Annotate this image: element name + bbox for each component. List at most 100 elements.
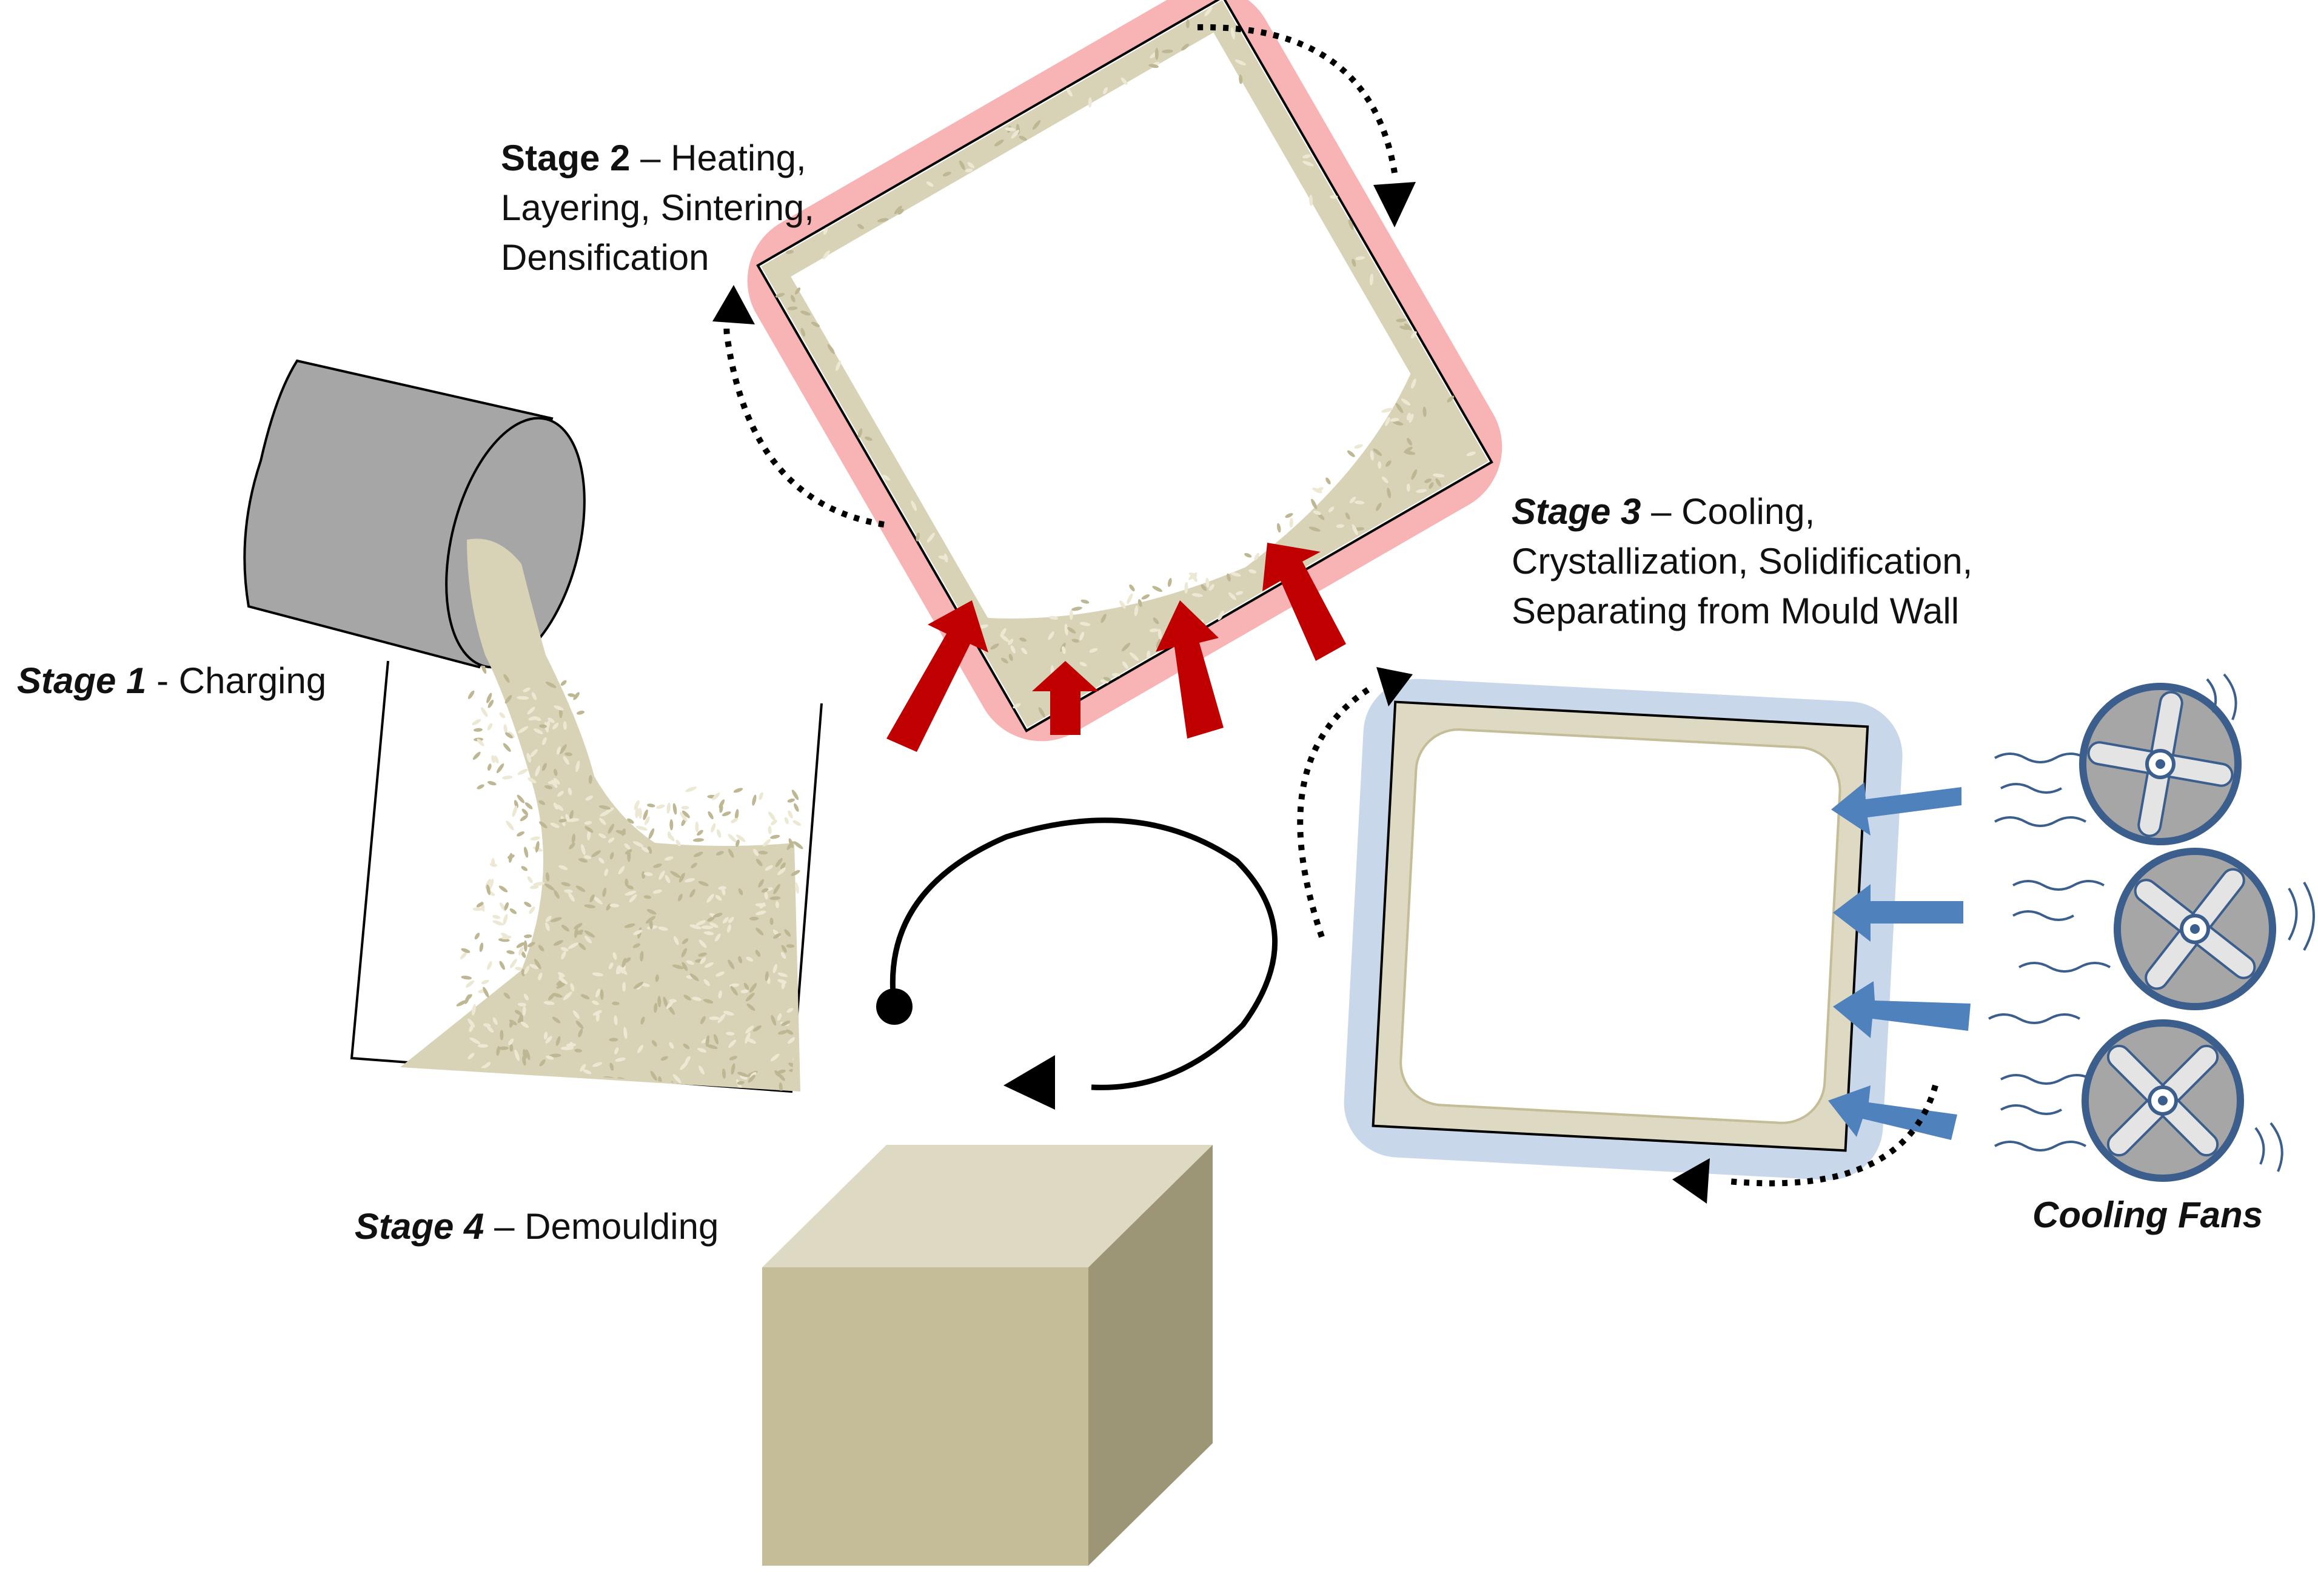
powder-grain xyxy=(503,674,510,683)
powder-grain xyxy=(517,768,528,776)
powder-grain xyxy=(498,885,508,893)
powder-grain xyxy=(697,1048,707,1053)
powder-grain xyxy=(528,777,537,783)
powder-grain xyxy=(1369,273,1374,286)
powder-grain xyxy=(658,870,665,880)
powder-grain xyxy=(1184,582,1188,594)
heat-arrow xyxy=(1262,543,1346,661)
powder-grain xyxy=(727,924,731,933)
powder-grain xyxy=(552,1079,563,1086)
powder-grain xyxy=(633,841,643,847)
powder-grain xyxy=(621,957,627,968)
powder-grain xyxy=(560,680,567,686)
powder-grain xyxy=(726,1031,735,1036)
powder-grain xyxy=(1401,398,1411,406)
powder-grain xyxy=(625,890,637,896)
powder-grain xyxy=(560,947,569,951)
powder-grain xyxy=(774,1070,781,1078)
powder-grain xyxy=(572,1010,580,1019)
powder-grain xyxy=(942,172,951,176)
powder-grain xyxy=(722,917,729,924)
powder-grain xyxy=(708,811,714,820)
rotation-arrow xyxy=(723,307,885,528)
powder-grain xyxy=(755,950,761,957)
powder-grain xyxy=(517,696,529,700)
powder-grain xyxy=(1156,639,1161,648)
powder-grain xyxy=(1399,326,1410,330)
powder-grain xyxy=(768,825,772,834)
powder-grain xyxy=(666,1000,674,1009)
powder-grain xyxy=(1079,622,1091,626)
powder-grain xyxy=(554,705,564,711)
powder-grain xyxy=(1000,634,1010,642)
powder-grain xyxy=(476,902,484,908)
powder-grain xyxy=(496,1046,500,1056)
powder-grain xyxy=(543,1031,548,1040)
powder-grain xyxy=(564,752,572,756)
powder-grain xyxy=(1328,506,1335,512)
powder-grain xyxy=(1122,661,1128,669)
powder-grain xyxy=(1355,256,1365,260)
powder-grain xyxy=(706,894,714,903)
powder-grain xyxy=(556,804,564,811)
powder-grain xyxy=(682,938,689,944)
powder-grain xyxy=(1111,672,1120,677)
powder-grain xyxy=(568,942,578,949)
powder-grain xyxy=(692,838,705,842)
powder-grain xyxy=(563,756,569,765)
powder-grain xyxy=(600,810,611,817)
powder-grain xyxy=(512,805,518,817)
powder-grain xyxy=(780,862,786,870)
powder-grain xyxy=(781,945,787,953)
powder-grain xyxy=(598,805,611,810)
rotation-arrow-heads xyxy=(712,182,1710,1204)
powder-grain xyxy=(575,1021,584,1029)
stage3-title: Stage 3 xyxy=(1512,491,1641,532)
powder-grain xyxy=(1406,412,1411,421)
powder-grain xyxy=(1230,27,1235,39)
powder-grain xyxy=(617,967,624,974)
powder-grain xyxy=(882,474,890,481)
cooling-fan xyxy=(2082,1019,2244,1182)
powder-grain xyxy=(484,1062,491,1068)
powder-grain xyxy=(464,994,471,1004)
powder-grain xyxy=(1079,631,1085,641)
powder-grain xyxy=(678,873,685,883)
powder-grain xyxy=(492,920,504,926)
powder-grain xyxy=(578,942,586,950)
powder-grain xyxy=(492,915,501,919)
powder-grain xyxy=(786,1029,794,1035)
powder-grain xyxy=(622,982,626,992)
powder-grain xyxy=(461,976,472,980)
powder-grain xyxy=(518,947,523,956)
powder-grain xyxy=(729,1056,737,1061)
powder-grain xyxy=(477,784,484,790)
powder-grain xyxy=(556,982,566,989)
stage4-sep: – xyxy=(484,1206,525,1247)
powder-grain xyxy=(1038,707,1045,718)
powder-grain xyxy=(857,224,865,229)
powder-grain xyxy=(1407,438,1412,446)
powder-grain xyxy=(686,960,694,965)
powder-grain xyxy=(759,902,765,909)
powder-grain xyxy=(678,894,683,902)
powder-grain xyxy=(539,821,548,828)
stage3-desc-line2: Crystallization, Solidification, xyxy=(1512,541,1973,582)
powder-grain xyxy=(542,737,547,745)
powder-grain xyxy=(585,795,593,801)
powder-grain xyxy=(1347,450,1355,457)
powder-grain xyxy=(580,994,590,999)
powder-grain xyxy=(655,974,659,982)
powder-grain xyxy=(584,855,591,859)
powder-grain xyxy=(574,923,583,930)
powder-grain xyxy=(1435,478,1441,487)
powder-grain xyxy=(669,819,674,831)
powder-grain xyxy=(1466,451,1476,457)
powder-grain xyxy=(502,776,513,780)
powder-grain xyxy=(1149,628,1159,632)
powder-grain xyxy=(771,820,777,825)
powder-grain xyxy=(523,993,529,1001)
powder-grain xyxy=(1129,584,1135,592)
powder-grain xyxy=(504,695,512,704)
powder-grain xyxy=(552,993,563,998)
